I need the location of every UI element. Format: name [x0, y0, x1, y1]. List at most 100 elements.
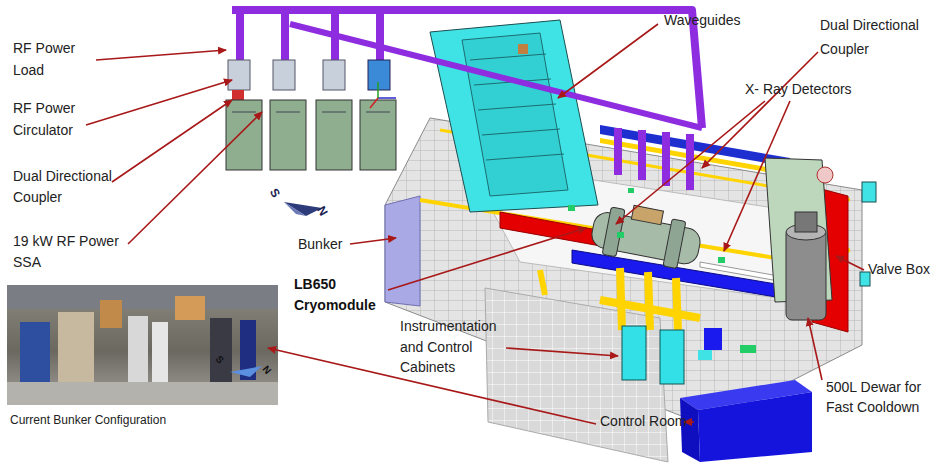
callout-label: Dual Directional Coupler: [820, 13, 932, 61]
rf-amplifier: [232, 112, 390, 113]
leader-line: [128, 112, 262, 244]
cryomodule: [602, 207, 625, 257]
rf-amplifier: [316, 100, 352, 170]
control-area: [676, 278, 678, 330]
control-area: [485, 288, 668, 462]
callout-label: LB650 Cryomodule: [294, 274, 386, 316]
valve-box: [765, 158, 876, 332]
waveguides: [376, 14, 384, 62]
bunker-photo: [7, 382, 278, 405]
waveguides: [281, 14, 289, 62]
control-area: [485, 268, 812, 462]
cryomodule: [588, 198, 704, 272]
shield-slab: [518, 44, 528, 54]
valve-box: [786, 228, 826, 320]
leader-line: [350, 238, 396, 244]
rf-amplifier: [270, 100, 306, 170]
compass-arrow: [284, 202, 306, 216]
callout-label: Waveguides: [664, 10, 741, 30]
rf-amplifier: [226, 100, 262, 170]
control-area: [620, 268, 622, 330]
leader-line: [388, 228, 586, 290]
waveguides: [638, 130, 646, 180]
shield-slab: [462, 33, 568, 196]
callout-label: X- Ray Detectors: [745, 79, 852, 99]
bunker-photo: [58, 312, 94, 382]
control-area: [704, 328, 722, 350]
callout-label: Control Room: [600, 411, 686, 431]
leader-line: [112, 100, 232, 182]
bunker-structure: [385, 118, 862, 425]
waveguides: [236, 12, 244, 62]
control-area: [698, 392, 812, 462]
leader-line: [86, 80, 232, 125]
bunker-photo: [152, 322, 168, 382]
leader-line: [808, 318, 822, 380]
callout-label: RF Power Load: [13, 37, 93, 81]
rf-amplifier: [323, 60, 345, 90]
leader-line: [86, 24, 864, 424]
rf-amplifier: [368, 60, 390, 90]
waveguides: [232, 10, 702, 190]
control-area: [540, 270, 545, 295]
bunker-structure: [385, 118, 862, 425]
callout-label: RF Power Circulator: [13, 97, 93, 141]
bunker-photo: [128, 316, 148, 382]
callout-label: Instrumentation and Control Cabinets: [400, 316, 512, 378]
callout-label: 19 kW RF Power SSA: [13, 231, 135, 273]
rf-amplifier: [228, 60, 250, 90]
x-ray-detector: [718, 257, 725, 263]
rf-amplifier: [232, 90, 244, 100]
bunker-photo: [7, 285, 278, 405]
control-area: [622, 326, 646, 380]
compass-letter: N: [314, 204, 330, 219]
cryomodule: [663, 219, 686, 269]
shield-slab: [430, 20, 598, 212]
control-area: [740, 345, 756, 353]
leader-line: [616, 101, 765, 224]
control-area: [648, 272, 650, 330]
rf-amplifier: [226, 60, 396, 170]
x-ray-detector: [568, 205, 575, 211]
bunker-photo: [100, 300, 122, 328]
leader-line: [96, 50, 226, 60]
bunker-photo: [20, 322, 50, 382]
callout-label: Dual Directional Coupler: [13, 166, 125, 208]
leader-line: [558, 24, 658, 98]
x-ray-detector: [628, 188, 634, 193]
control-area: [660, 330, 684, 384]
photo-caption: Current Bunker Configuration: [10, 412, 166, 428]
rf-amplifier: [360, 100, 396, 170]
callout-label: 500L Dewar for Fast Cooldown: [826, 377, 934, 417]
x-ray-detector: [617, 232, 624, 238]
leader-line: [702, 52, 818, 168]
bunker-photo: [7, 285, 278, 405]
axis-triad: [377, 82, 379, 98]
waveguides: [331, 14, 339, 62]
leader-line: [506, 348, 618, 356]
bunker-photo: [230, 366, 262, 377]
axis-triad: [370, 98, 378, 108]
compass-letter: N: [260, 363, 274, 376]
shield-slab: [470, 54, 564, 160]
compass-letter: S: [213, 354, 226, 367]
waveguides: [614, 128, 622, 175]
cryomodule: [588, 198, 704, 272]
control-area: [600, 300, 700, 318]
control-area: [680, 398, 700, 462]
leader-line: [724, 101, 790, 251]
leader-line: [836, 256, 864, 270]
axis-triad: [370, 82, 396, 108]
bunker-photo: [175, 296, 205, 320]
waveguides: [662, 132, 670, 186]
valve-box: [817, 167, 833, 183]
bunker-structure: [600, 138, 790, 176]
compass-letter: S: [267, 186, 283, 200]
valve-box: [795, 212, 817, 232]
rf-amplifier: [273, 60, 295, 90]
control-area: [698, 350, 712, 360]
bunker-photo: [7, 285, 278, 309]
callout-label: Bunker: [298, 234, 342, 254]
